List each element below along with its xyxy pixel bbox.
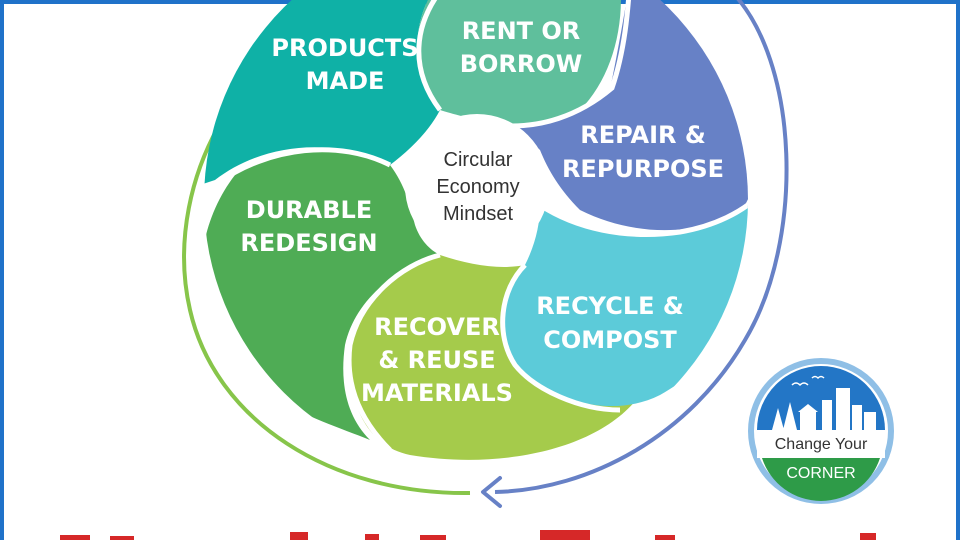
logo-line1: Change Your [775, 436, 868, 453]
segment-label-recover: MATERIALS [361, 379, 513, 407]
bottom-banner-fragment [60, 530, 876, 540]
segment-label-products: PRODUCTS [271, 34, 418, 62]
segment-recover [349, 255, 640, 460]
segment-label-recover: & REUSE [378, 346, 495, 374]
segment-label-recycle: COMPOST [543, 326, 677, 354]
segment-label-recycle: RECYCLE & [536, 292, 684, 320]
center-label: Mindset [443, 203, 513, 225]
segment-label-repair: REPURPOSE [562, 155, 724, 183]
segment-label-repair: REPAIR & [580, 121, 706, 149]
segment-label-durable: REDESIGN [240, 229, 377, 257]
outer-ring-right [494, 0, 789, 494]
birds-icon [791, 375, 825, 387]
cycle-arrow-icon [481, 476, 502, 508]
logo-line2: CORNER [786, 465, 855, 482]
segment-label-rent: RENT OR [462, 17, 581, 45]
segment-label-rent: BORROW [460, 50, 583, 78]
skyline-icon [772, 388, 876, 430]
segment-repair [495, 0, 748, 231]
segment-label-recover: RECOVER [374, 313, 500, 341]
center-label: Economy [436, 176, 519, 198]
logo-green-band [762, 458, 880, 501]
segment-label-durable: DURABLE [246, 196, 372, 224]
segment-recycle [502, 195, 748, 407]
center-label: Circular [444, 149, 513, 171]
segment-rent [417, 0, 621, 127]
center-hub [405, 114, 549, 258]
segment-label-products: MADE [306, 67, 385, 95]
change-your-corner-logo: Change Your CORNER [748, 358, 894, 504]
